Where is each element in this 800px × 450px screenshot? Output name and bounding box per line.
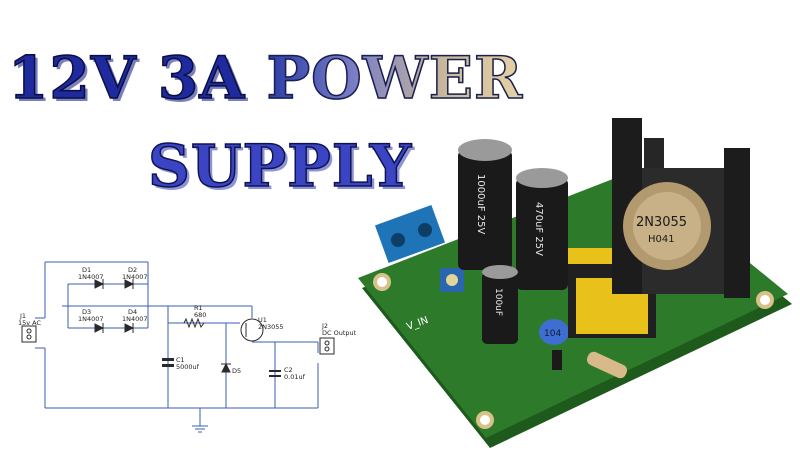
input-terminal-block xyxy=(374,204,446,264)
d2-ref: D2 xyxy=(128,266,137,274)
capacitor-470uf-label: 470uF 25V xyxy=(533,202,544,256)
resistor xyxy=(586,351,628,379)
d3-value: 1N4007 xyxy=(78,315,104,323)
pcb-board-illustration: 12V POWER SUPPLY V_IN 1000uF 25V 470uF 2… xyxy=(358,118,792,448)
c2-value: 0.01uf xyxy=(284,373,306,381)
d1-ref: D1 xyxy=(82,266,91,274)
j2-ref: J2 xyxy=(321,322,328,330)
r1-ref: R1 xyxy=(194,304,203,312)
j1-ref: J1 xyxy=(19,312,26,320)
ceramic-capacitor xyxy=(539,319,569,345)
capacitor-1000uf-label: 1000uF 25V xyxy=(475,174,486,234)
c1-ref: C1 xyxy=(176,356,185,364)
circuit-schematic: D1 1N4007 D2 1N4007 D3 1N4007 D4 1N4007 … xyxy=(18,261,357,433)
transistor-code: H041 xyxy=(648,234,675,245)
title-power-word: POWER xyxy=(266,43,524,113)
d1-value: 1N4007 xyxy=(78,273,104,281)
transistor-label: 2N3055 xyxy=(636,215,687,230)
r1-value: 680 xyxy=(194,311,206,319)
title-supply-word: SUPPLY xyxy=(147,131,413,201)
u1-value: 2N3055 xyxy=(258,323,284,331)
capacitor-100uf-label: 100uF xyxy=(493,288,503,316)
capacitor-470uf xyxy=(516,178,568,290)
d4-value: 1N4007 xyxy=(122,315,148,323)
j2-value: DC Output xyxy=(322,329,357,337)
j1-value: 15v AC xyxy=(18,319,42,327)
c1-value: 5000uf xyxy=(176,363,200,371)
title-voltage-current: 12V 3A xyxy=(7,43,246,113)
capacitor-100uf xyxy=(482,272,518,344)
title-line-2: SUPPLY xyxy=(147,131,413,201)
d3-ref: D3 xyxy=(82,308,91,316)
d4-ref: D4 xyxy=(128,308,137,316)
ceramic-capacitor-label: 104 xyxy=(544,329,561,339)
title-line-1: 12V 3A POWER xyxy=(7,43,524,113)
c2-ref: C2 xyxy=(284,366,293,374)
capacitor-1000uf xyxy=(458,150,512,270)
u1-ref: U1 xyxy=(258,316,267,324)
d5-ref: D5 xyxy=(232,367,241,375)
d2-value: 1N4007 xyxy=(122,273,148,281)
